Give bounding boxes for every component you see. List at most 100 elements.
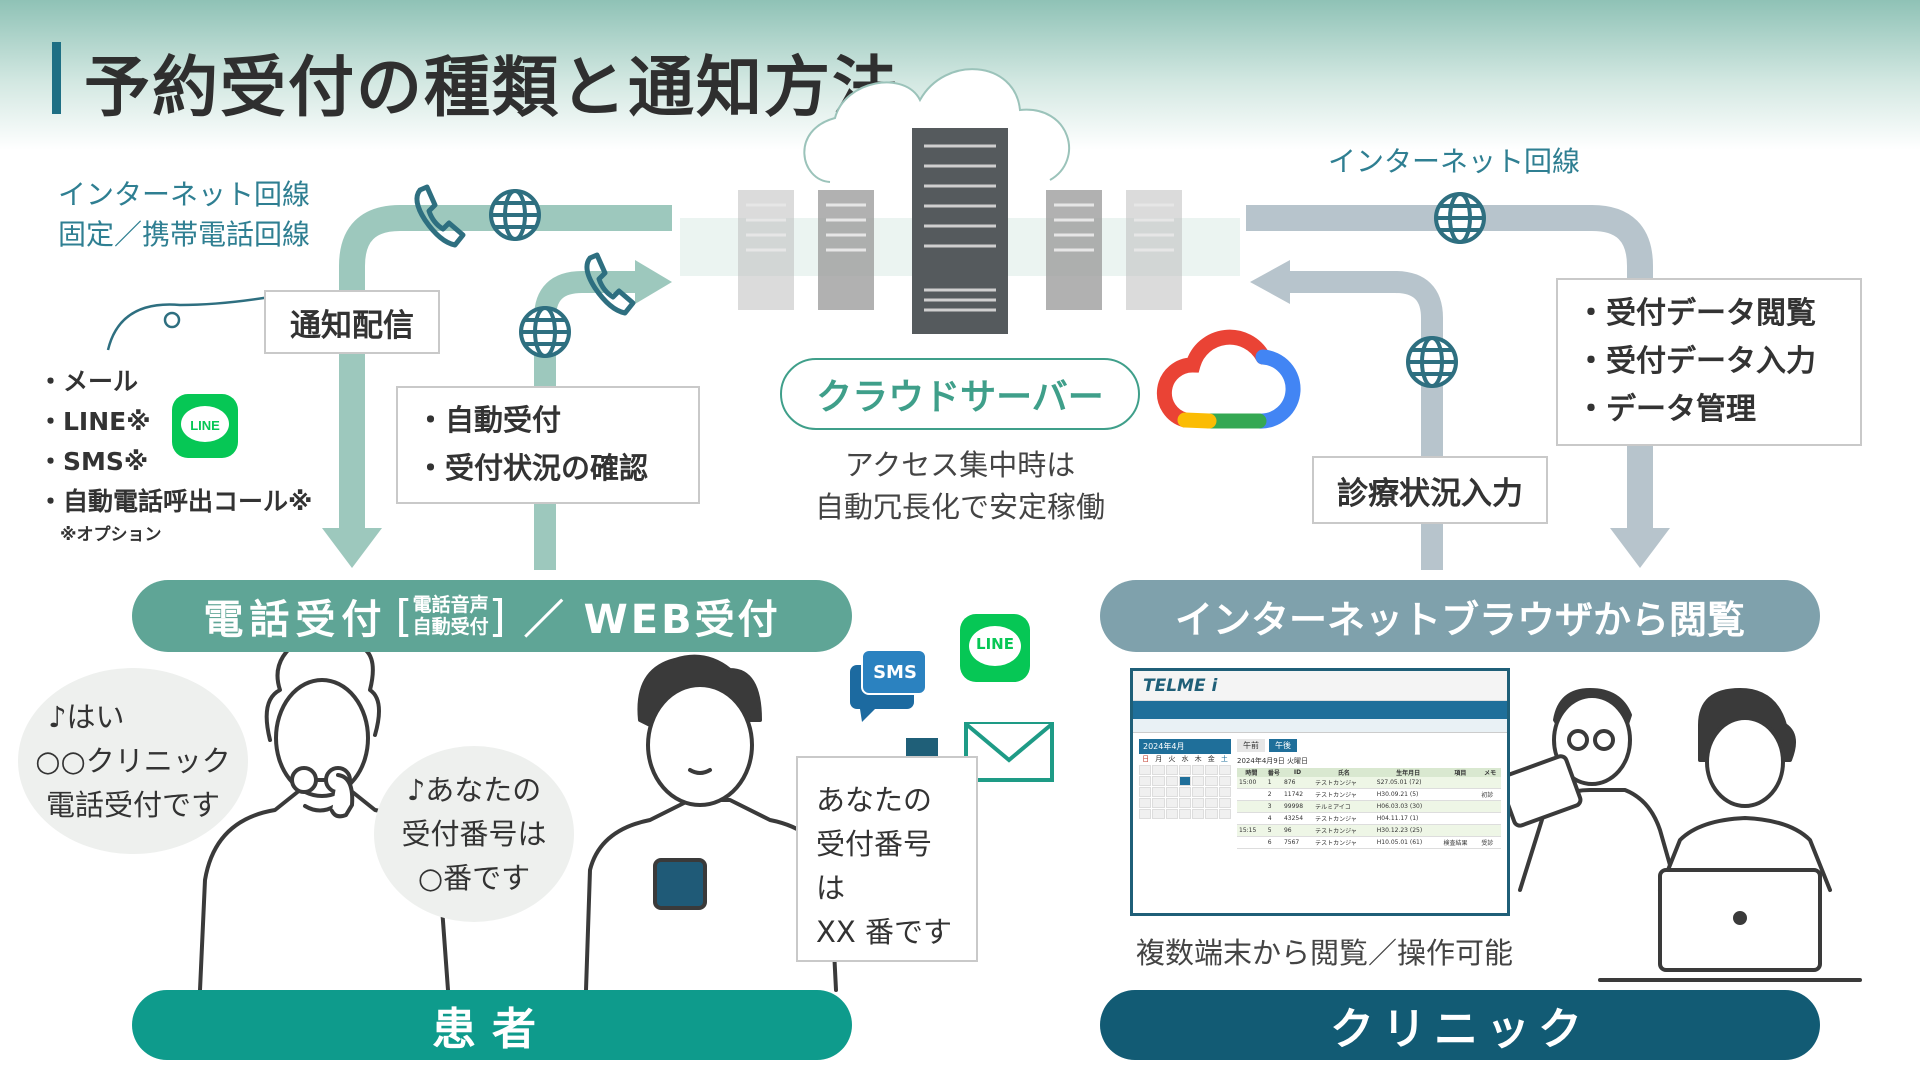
table-cell: 43254	[1281, 812, 1314, 825]
calendar-month: 2024年4月	[1139, 739, 1231, 754]
list-item: ・データ管理	[1576, 392, 1756, 427]
app-body: 2024年4月 日月火水木金土 午前 午後 2024年4月9日 火曜日 時間 番…	[1133, 733, 1507, 855]
option-note: ※オプション	[60, 525, 162, 545]
calendar-day-label: 月	[1155, 755, 1163, 763]
app-tabs: 午前 午後	[1237, 739, 1501, 752]
calendar-cell[interactable]	[1192, 787, 1205, 797]
calendar-cell[interactable]	[1139, 776, 1152, 786]
calendar-cell[interactable]	[1205, 765, 1218, 775]
table-cell: テルミアイコ	[1313, 800, 1375, 813]
calendar-cell[interactable]	[1139, 798, 1152, 808]
table-cell: H04.11.17 (1)	[1374, 812, 1442, 825]
calendar-cell[interactable]	[1152, 798, 1165, 808]
list-item: ・受付データ閲覧	[1576, 296, 1816, 331]
server-icon	[738, 128, 1182, 334]
list-item: ・受付データ入力	[1576, 344, 1816, 379]
calendar-cell[interactable]	[1192, 776, 1205, 786]
table-cell: 3	[1265, 800, 1282, 813]
bubble-line: ○○クリニック	[35, 744, 231, 778]
calendar-cell[interactable]	[1152, 765, 1165, 775]
calendar-cell[interactable]	[1165, 776, 1178, 786]
calendar-cell[interactable]	[1165, 787, 1178, 797]
table-header-cell: ID	[1293, 769, 1302, 776]
calendar-cell[interactable]	[1205, 798, 1218, 808]
list-item: ・受付状況の確認	[416, 451, 649, 485]
calendar-cell[interactable]	[1152, 776, 1165, 786]
phone-icon	[584, 252, 636, 316]
cloud-desc-line: 自動冗長化で安定稼働	[814, 490, 1105, 524]
globe-icon	[1406, 336, 1458, 388]
calendar-cell[interactable]	[1178, 809, 1192, 819]
table-cell: 4	[1265, 812, 1282, 825]
calendar-cell[interactable]	[1218, 809, 1231, 819]
calendar-cell[interactable]	[1152, 809, 1165, 819]
calendar-cell[interactable]	[1218, 798, 1231, 808]
calendar-cell[interactable]	[1192, 765, 1205, 775]
calendar-cell[interactable]	[1205, 809, 1218, 819]
list-item: ・自動電話呼出コール※	[38, 487, 313, 516]
envelope-icon	[964, 722, 1054, 782]
table-cell: テストカンジャ	[1313, 812, 1375, 825]
calendar-cell[interactable]	[1205, 776, 1218, 786]
sms-icon	[850, 649, 927, 722]
cloud-desc-line: アクセス集中時は	[844, 448, 1076, 482]
clinic-status-input-box: 診療状況入力	[1312, 456, 1548, 524]
calendar-cell[interactable]	[1178, 776, 1192, 786]
tab-pm[interactable]: 午後	[1269, 739, 1297, 752]
clinic-staff-illustration	[1498, 688, 1682, 902]
phone-reception-label: 電話受付	[203, 597, 388, 643]
table-cell: 11742	[1281, 788, 1314, 801]
calendar-cell[interactable]	[1218, 765, 1231, 775]
table-cell	[1441, 777, 1480, 789]
bracket-top-label: 電話音声	[412, 594, 489, 616]
notify-method-list: ・メール ・LINE※ ・SMS※ ・自動電話呼出コール※ ※オプション	[38, 362, 312, 548]
calendar-cell[interactable]	[1218, 776, 1231, 786]
google-cloud-icon	[1156, 329, 1301, 429]
young-man-illustration	[584, 654, 838, 992]
calendar-cell[interactable]	[1139, 809, 1152, 819]
table-header-cell: メモ	[1484, 770, 1497, 777]
calendar-cell[interactable]	[1178, 765, 1192, 775]
calendar-cell[interactable]	[1165, 809, 1178, 819]
calendar-cell[interactable]	[1152, 787, 1165, 797]
calendar-cell[interactable]	[1192, 798, 1205, 808]
table-cell: 7567	[1281, 836, 1314, 849]
table-cell: 6	[1265, 836, 1282, 849]
tab-am[interactable]: 午前	[1237, 739, 1265, 752]
table-cell: S27.05.01 (72)	[1374, 777, 1442, 789]
calendar-cell[interactable]	[1205, 787, 1218, 797]
arrow-left-down-head	[322, 528, 382, 568]
table-cell: 876	[1281, 777, 1314, 789]
patient-pill: 患者	[132, 990, 852, 1060]
list-item: ・SMS※	[38, 447, 149, 476]
calendar-cell[interactable]	[1165, 765, 1178, 775]
arrow-clinic-up	[1285, 271, 1443, 570]
network-label-right: インターネット回線	[1328, 145, 1581, 178]
table-cell: H30.09.21 (5)	[1374, 788, 1442, 801]
bubble-line: 受付番号は	[401, 817, 547, 851]
calendar-cell[interactable]	[1192, 809, 1205, 819]
calendar-cell[interactable]	[1165, 798, 1178, 808]
notify-delivery-box: 通知配信	[264, 290, 440, 354]
list-item: ・LINE※	[38, 407, 151, 436]
calendar-cell[interactable]	[1218, 787, 1231, 797]
table-cell	[1479, 777, 1501, 789]
line-icon-label: LINE	[976, 635, 1014, 653]
app-table-area: 午前 午後 2024年4月9日 火曜日 時間 番号 ID 氏名 生年月日 項目 …	[1237, 739, 1501, 849]
title-accent-bar	[52, 42, 61, 114]
bubble-line: 電話受付です	[45, 788, 220, 822]
app-date-line: 2024年4月9日 火曜日	[1237, 757, 1308, 765]
table-cell: 初診	[1479, 788, 1501, 801]
calendar-cell[interactable]	[1178, 787, 1192, 797]
arrow-web-up-head	[635, 260, 672, 304]
app-calendar: 2024年4月 日月火水木金土	[1139, 739, 1231, 849]
calendar-cell[interactable]	[1139, 765, 1152, 775]
calendar-cell[interactable]	[1139, 787, 1152, 797]
calendar-cell[interactable]	[1178, 798, 1192, 808]
